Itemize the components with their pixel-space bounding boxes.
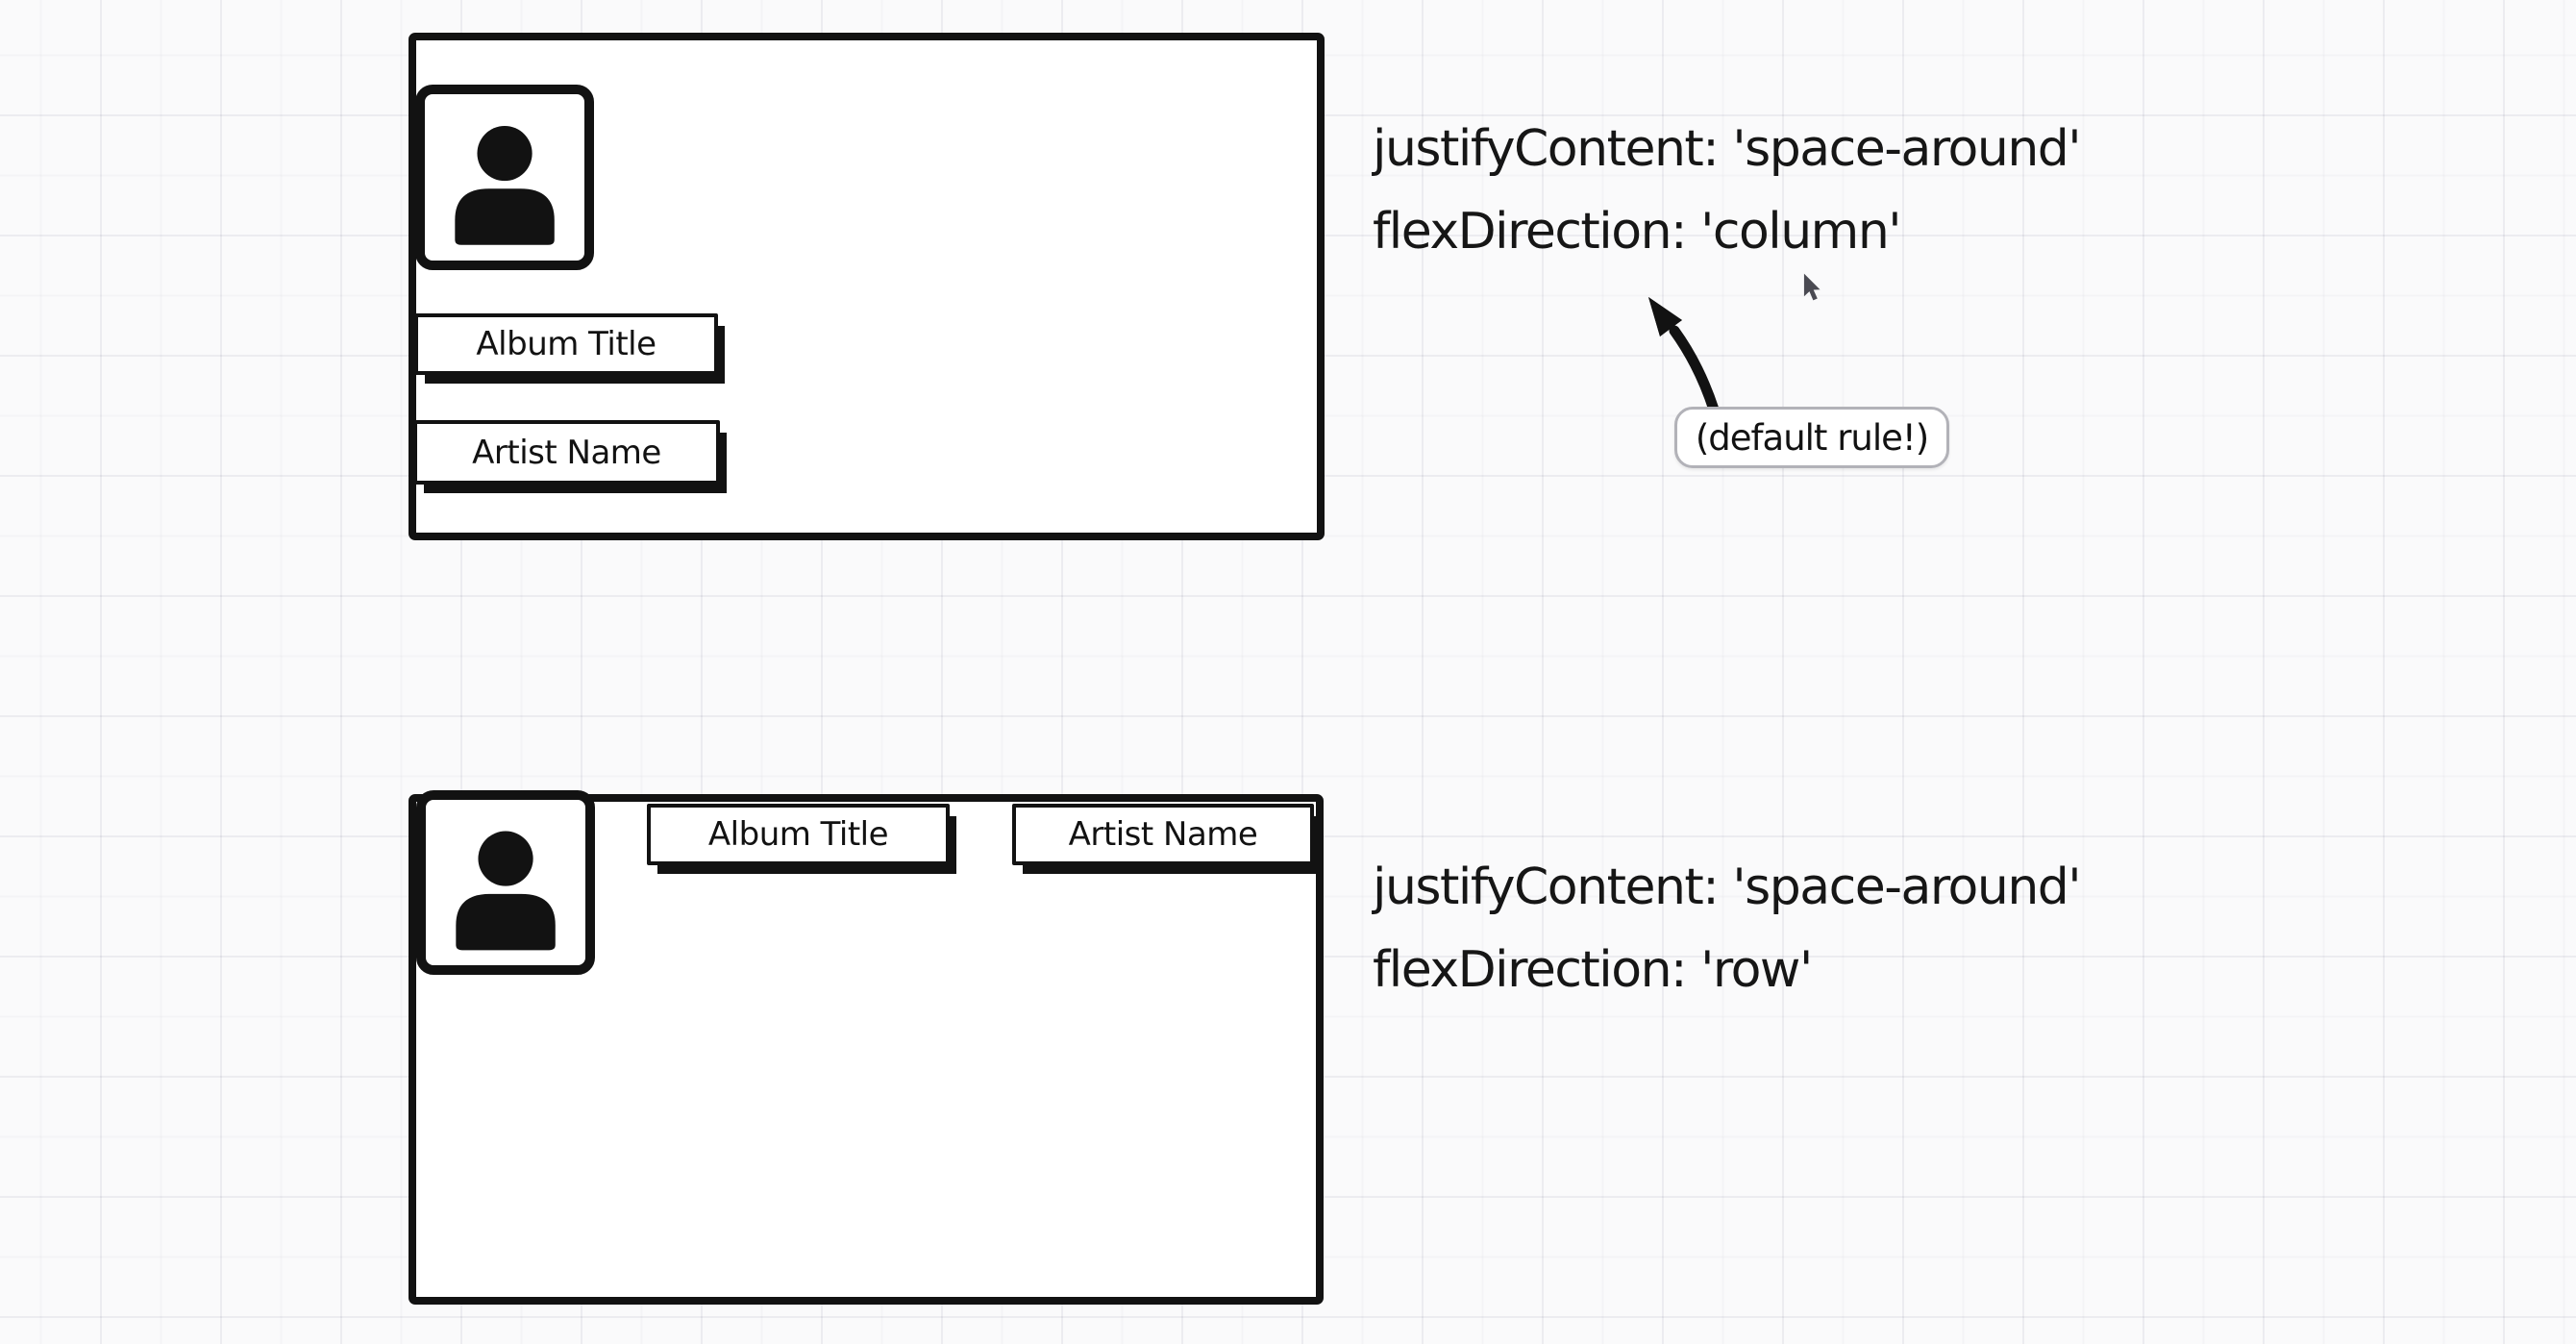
flex-direction-label: flexDirection: 'column' [1373, 203, 1902, 261]
mouse-pointer-icon [1803, 273, 1821, 301]
person-icon [456, 831, 556, 951]
justify-content-label: justifyContent: 'space-around' [1373, 120, 2082, 178]
person-icon [455, 126, 555, 245]
album-card-row-layout[interactable]: Album Title Artist Name [409, 790, 1324, 1305]
album-card-column-layout[interactable]: Album Title Artist Name [409, 33, 1325, 540]
album-title-button[interactable]: Album Title [414, 313, 718, 375]
flex-annotation-column[interactable]: justifyContent: 'space-around' flexDirec… [1373, 108, 2082, 273]
button-label: Album Title [476, 325, 656, 363]
justify-content-label: justifyContent: 'space-around' [1373, 859, 2082, 916]
button-label: Artist Name [472, 433, 661, 472]
default-rule-callout[interactable]: (default rule!) [1674, 407, 1949, 468]
flex-direction-label: flexDirection: 'row' [1373, 941, 1813, 999]
button-label: Album Title [707, 815, 889, 854]
avatar[interactable] [416, 790, 595, 975]
album-title-button[interactable]: Album Title [647, 804, 950, 865]
button-label: Artist Name [1068, 815, 1258, 854]
avatar[interactable] [415, 85, 594, 270]
artist-name-button[interactable]: Artist Name [413, 420, 720, 485]
callout-arrow-icon [1648, 297, 1720, 415]
artist-name-button[interactable]: Artist Name [1012, 804, 1314, 865]
callout-label: (default rule!) [1695, 416, 1929, 459]
flex-annotation-row[interactable]: justifyContent: 'space-around' flexDirec… [1373, 846, 2082, 1011]
